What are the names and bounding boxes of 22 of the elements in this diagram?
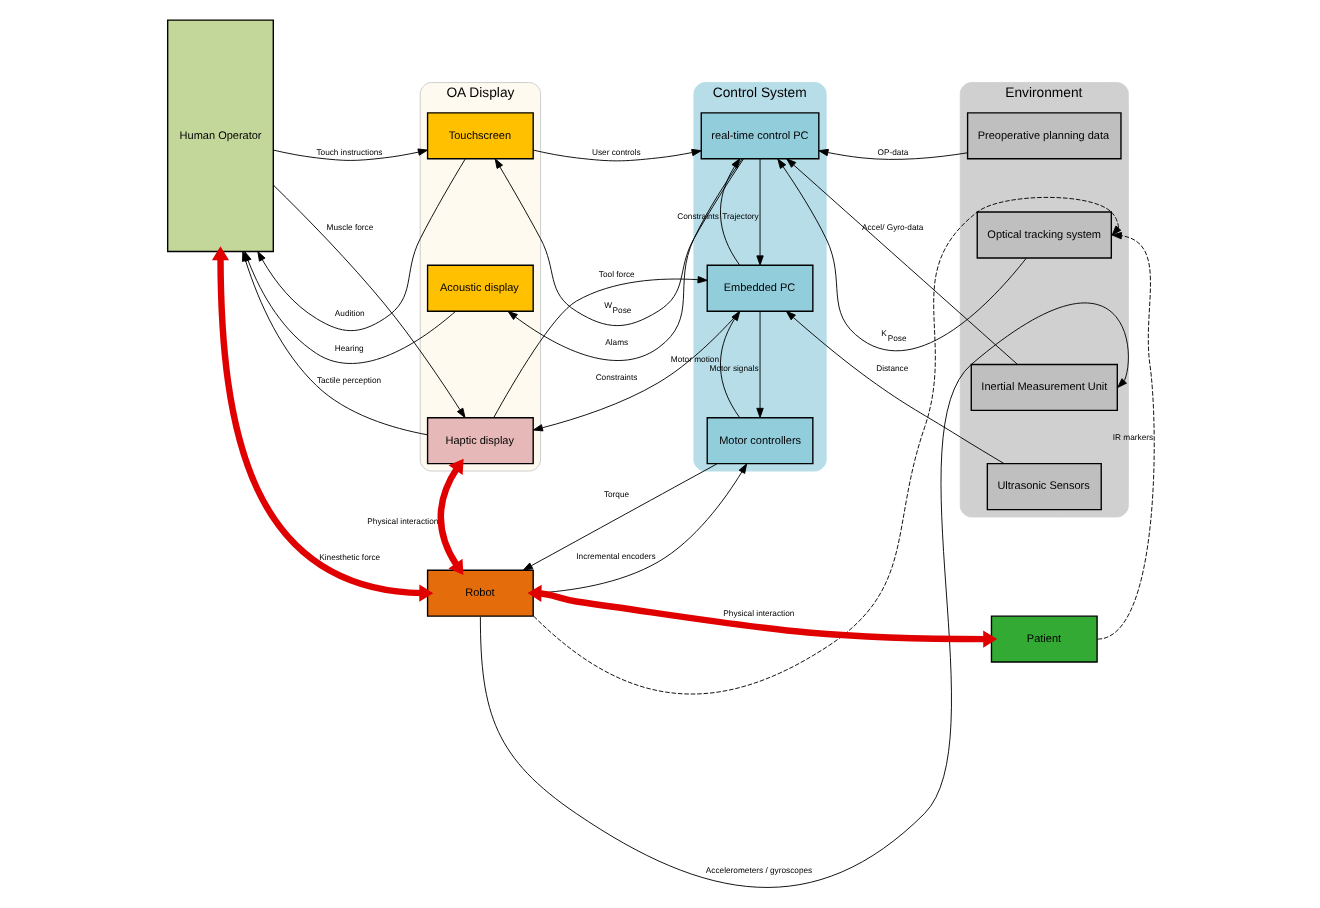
arrow <box>506 158 742 361</box>
arrow <box>272 184 465 419</box>
arrow <box>817 148 967 160</box>
arrow <box>521 463 717 571</box>
arrow <box>755 158 763 266</box>
arrow <box>256 158 465 332</box>
arrow <box>719 310 740 418</box>
arrow <box>526 584 997 648</box>
arrow <box>531 148 701 162</box>
arrow <box>210 246 433 602</box>
arrow <box>436 458 463 575</box>
arrow <box>271 148 427 161</box>
arrow <box>492 276 707 419</box>
arrow <box>532 196 1121 695</box>
arrow <box>1096 232 1154 640</box>
arrow <box>531 311 740 432</box>
arrow <box>719 158 740 266</box>
arrow <box>478 302 1128 888</box>
arrow <box>755 310 763 418</box>
arrow <box>493 158 743 327</box>
arrow <box>784 310 1004 464</box>
arrow <box>531 463 747 594</box>
